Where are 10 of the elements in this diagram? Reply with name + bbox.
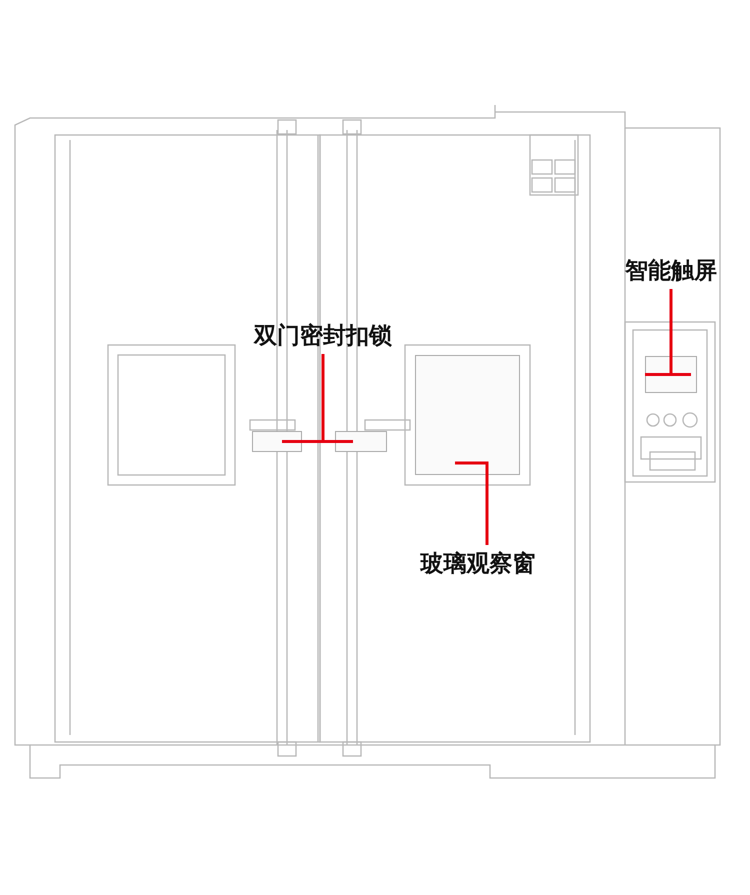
callout-label: 智能触屏 bbox=[618, 257, 724, 287]
leader-line bbox=[322, 354, 353, 443]
door-lock bbox=[252, 431, 302, 452]
callout-label: 玻璃观察窗 bbox=[411, 550, 545, 580]
door-lock bbox=[335, 431, 387, 452]
callout-label: 双门密封扣锁 bbox=[244, 322, 402, 352]
leader-line bbox=[455, 462, 488, 545]
leader-line bbox=[644, 288, 692, 376]
touch-screen bbox=[645, 356, 697, 393]
glass-window bbox=[415, 355, 520, 475]
